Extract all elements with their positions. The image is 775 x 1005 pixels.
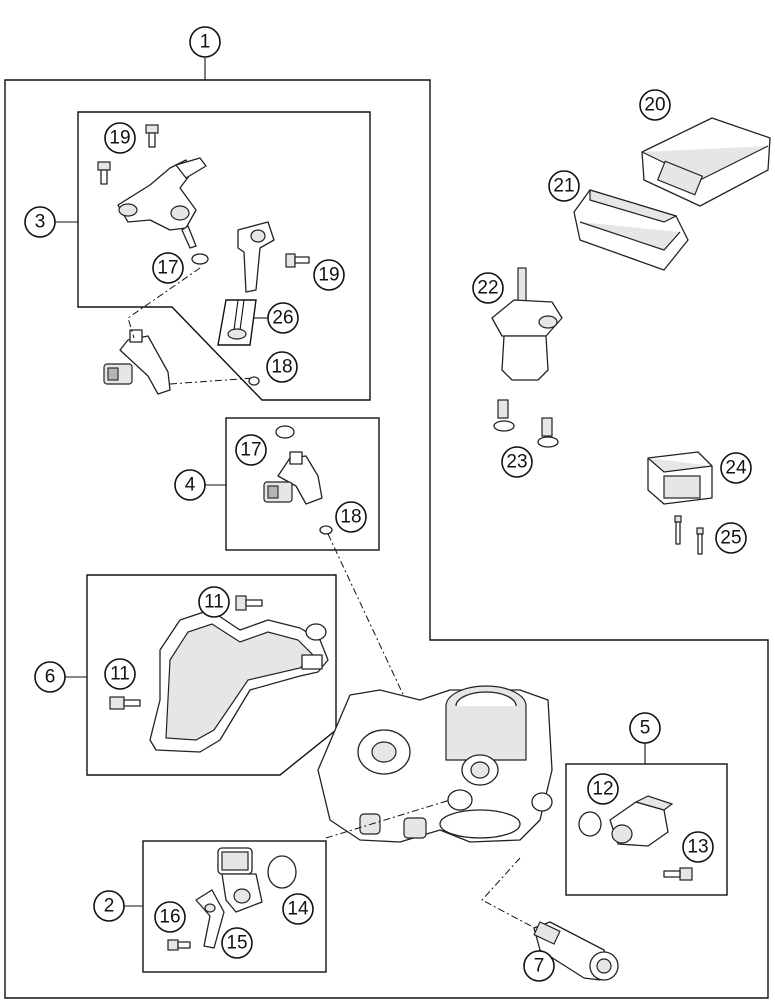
callout-4: 4	[174, 469, 206, 501]
callout-1: 1	[189, 26, 221, 58]
callout-19-b: 19	[313, 259, 345, 291]
throttle-position-sensor	[609, 795, 674, 847]
callout-26: 26	[267, 302, 299, 334]
callout-2: 2	[93, 890, 125, 922]
svg-text:11: 11	[204, 592, 224, 613]
callout-18-b: 18	[335, 501, 367, 533]
svg-text:4: 4	[185, 475, 196, 496]
callout-21: 21	[548, 170, 580, 202]
dash-line-7	[481, 857, 547, 935]
dash-line-2	[325, 799, 451, 839]
callout-13: 13	[682, 831, 714, 863]
svg-text:14: 14	[287, 899, 309, 920]
svg-text:1: 1	[200, 32, 211, 53]
fuel-fitting	[237, 221, 275, 293]
screw-13	[663, 867, 693, 881]
ecu-20	[641, 117, 771, 207]
dash-line-3b	[169, 377, 255, 385]
callout-7: 7	[523, 950, 555, 982]
callout-24: 24	[720, 452, 752, 484]
idle-valve-7	[533, 921, 619, 981]
sensor-22	[491, 267, 563, 381]
callout-11-b: 11	[104, 658, 136, 690]
callout-5: 5	[629, 712, 661, 744]
svg-text:2: 2	[104, 896, 115, 917]
callout-6: 6	[34, 661, 66, 693]
bracket-15	[195, 889, 225, 949]
svg-text:16: 16	[159, 907, 180, 928]
callout-17-b: 17	[235, 434, 267, 466]
o-ring-18-mid	[319, 525, 333, 535]
callout-25: 25	[715, 522, 747, 554]
screw-19-b	[97, 161, 111, 185]
screws-23	[493, 399, 559, 448]
svg-text:26: 26	[272, 308, 293, 329]
dash-line-4	[327, 533, 416, 721]
svg-text:17: 17	[157, 258, 178, 279]
svg-text:7: 7	[534, 956, 545, 977]
o-ring-17-mid	[275, 425, 295, 439]
callout-18-a: 18	[266, 351, 298, 383]
callout-20: 20	[639, 89, 671, 121]
svg-text:18: 18	[271, 357, 292, 378]
screw-19-c	[285, 253, 310, 268]
o-ring-14	[267, 855, 297, 889]
map-sensor	[217, 847, 263, 913]
callout-16: 16	[154, 901, 186, 933]
svg-text:23: 23	[506, 452, 527, 473]
svg-text:19: 19	[318, 265, 339, 286]
callout-23: 23	[501, 446, 533, 478]
svg-text:17: 17	[240, 440, 261, 461]
ecu-cover-21	[573, 189, 689, 271]
svg-text:22: 22	[477, 278, 498, 299]
sensor-24	[647, 451, 713, 505]
callout-12: 12	[587, 773, 619, 805]
callout-11-a: 11	[198, 586, 230, 618]
group-3-frame	[77, 111, 371, 401]
svg-text:13: 13	[687, 837, 708, 858]
svg-text:5: 5	[640, 718, 651, 739]
screws-25	[674, 515, 704, 555]
callout-19-a: 19	[104, 122, 136, 154]
svg-text:25: 25	[720, 528, 741, 549]
throttle-cover	[149, 609, 329, 753]
group-6-frame	[86, 574, 337, 776]
callout-15: 15	[221, 927, 253, 959]
o-ring-18-top	[248, 376, 260, 386]
fuel-injector-4	[263, 451, 323, 505]
group-5-frame	[565, 763, 728, 896]
svg-text:20: 20	[644, 95, 665, 116]
callout-22: 22	[472, 272, 504, 304]
assembly-frame	[4, 79, 769, 999]
screw-11-b	[109, 696, 141, 710]
callout-14: 14	[282, 893, 314, 925]
dash-line-3	[127, 267, 201, 339]
o-ring-12	[578, 811, 602, 837]
callout-17-a: 17	[152, 252, 184, 284]
svg-text:6: 6	[45, 667, 56, 688]
group-4-frame	[225, 417, 380, 551]
o-ring-17-top	[191, 253, 209, 265]
svg-text:24: 24	[725, 458, 747, 479]
callout-3: 3	[24, 206, 56, 238]
screw-19-a	[145, 124, 159, 148]
svg-text:19: 19	[109, 128, 130, 149]
screw-11-a	[235, 595, 263, 611]
screw-16	[167, 939, 191, 951]
svg-text:3: 3	[35, 212, 46, 233]
fuel-injector-3	[103, 329, 171, 395]
fuel-rail-bracket	[117, 157, 207, 249]
throttle-body	[317, 685, 553, 843]
svg-text:15: 15	[226, 933, 247, 954]
svg-text:18: 18	[340, 507, 361, 528]
svg-text:12: 12	[592, 779, 613, 800]
svg-text:11: 11	[110, 664, 130, 685]
svg-text:21: 21	[553, 176, 574, 197]
part-26-filter	[217, 299, 257, 346]
